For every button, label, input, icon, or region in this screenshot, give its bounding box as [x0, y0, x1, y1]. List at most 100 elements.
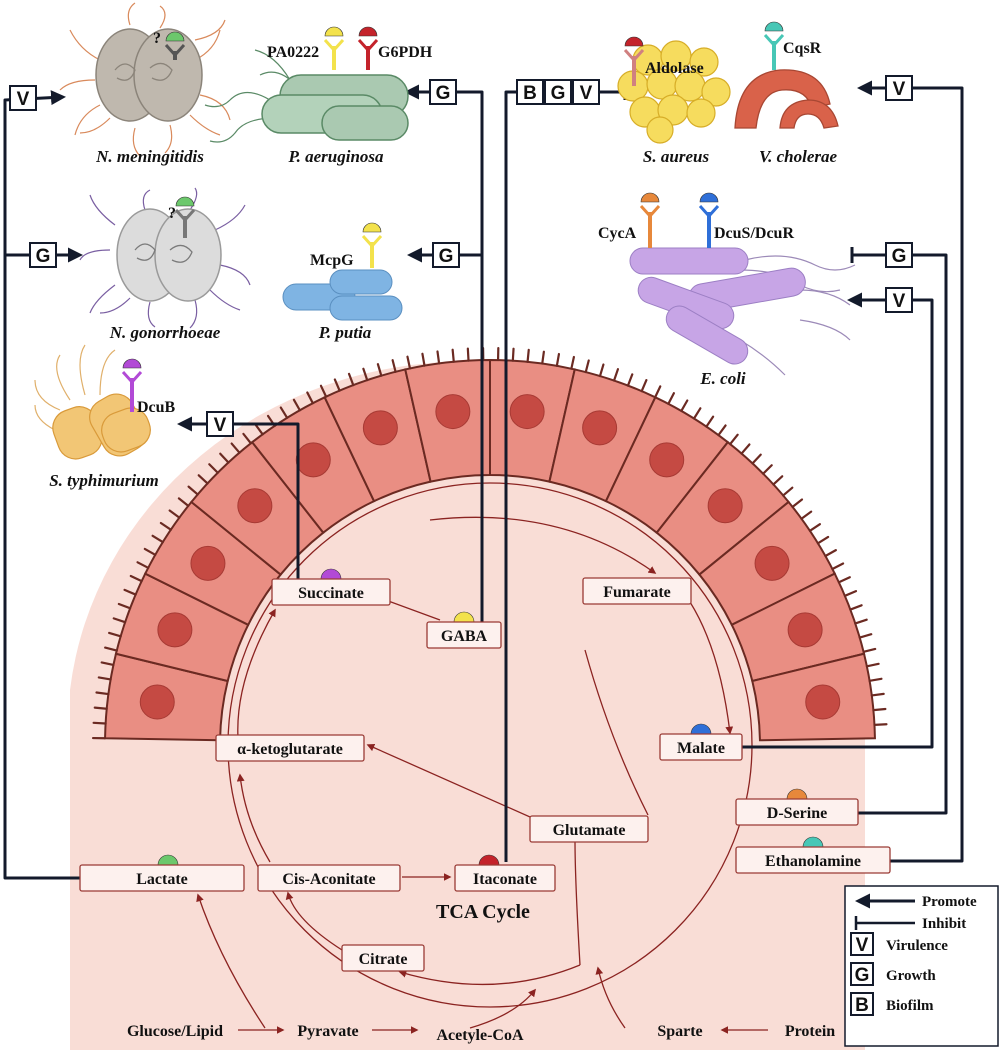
cell-nucleus	[650, 443, 684, 477]
v-cholerae-illustration: V. cholerae	[735, 70, 838, 166]
cell-nucleus	[436, 395, 470, 429]
badge-v-s-aureus: V	[573, 80, 599, 104]
succinate-label: Succinate	[298, 585, 364, 602]
malate-box: Malate	[660, 734, 742, 760]
badge-b-s-aureus: B	[517, 80, 543, 104]
pyravate-label: Pyravate	[297, 1023, 358, 1040]
pa0222-label: PA0222	[267, 44, 319, 61]
s-typhimurium-label: S. typhimurium	[49, 471, 159, 490]
cqsr-receptor	[765, 22, 783, 70]
cell-nucleus	[510, 395, 544, 429]
legend-inhibit: Inhibit	[922, 916, 966, 932]
cell-nucleus	[296, 443, 330, 477]
p-aeruginosa-illustration: P. aeruginosa	[205, 50, 408, 166]
svg-text:G: G	[36, 246, 51, 267]
mcpg-receptor	[363, 223, 381, 268]
dserine-label: D-Serine	[767, 805, 827, 822]
e-coli-label: E. coli	[699, 369, 746, 388]
succinate-box: Succinate	[272, 579, 390, 605]
aldolase-label: Aldolase	[645, 60, 704, 77]
cisaconitate-box: Cis-Aconitate	[258, 865, 400, 891]
acetyl-coa-label: Acetyle-CoA	[436, 1027, 524, 1044]
cell-nucleus	[238, 489, 272, 523]
svg-text:G: G	[892, 246, 907, 267]
svg-text:B: B	[855, 995, 869, 1016]
lactate-label: Lactate	[136, 871, 188, 888]
glucose-lipid-label: Glucose/Lipid	[127, 1023, 223, 1040]
g6pdh-label: G6PDH	[378, 44, 433, 61]
cell-nucleus	[583, 411, 617, 445]
cisaconitate-label: Cis-Aconitate	[282, 871, 375, 888]
svg-text:V: V	[580, 83, 593, 104]
s-aureus-label: S. aureus	[643, 147, 710, 166]
legend: Promote Inhibit V Virulence G Growth B B…	[845, 886, 998, 1046]
cell-nucleus	[755, 546, 789, 580]
badge-g-e-coli: G	[886, 243, 912, 267]
cyca-receptor	[641, 193, 659, 248]
e-coli-illustration: E. coli	[630, 248, 855, 388]
p-putia-illustration: P. putia	[283, 270, 402, 342]
badge-g-n-gonorrhoeae: G	[30, 243, 56, 267]
g6pdh-receptor	[359, 27, 377, 70]
cell-nucleus	[158, 613, 192, 647]
svg-text:G: G	[855, 965, 870, 986]
dcub-label: DcuB	[137, 399, 176, 416]
glutamate-label: Glutamate	[553, 822, 626, 839]
legend-biofilm: Biofilm	[886, 998, 934, 1014]
n-gonorrhoeae-illustration: N. gonorrhoeae	[80, 188, 250, 342]
glutamate-box: Glutamate	[530, 816, 648, 842]
gaba-label: GABA	[441, 628, 488, 645]
n-gonorrhoeae-label: N. gonorrhoeae	[109, 323, 221, 342]
svg-text:B: B	[523, 83, 537, 104]
v-cholerae-label: V. cholerae	[759, 147, 838, 166]
ethanolamine-label: Ethanolamine	[765, 853, 861, 870]
ethanolamine-box: Ethanolamine	[736, 847, 890, 873]
unknown-receptor-ng-label: ?	[168, 205, 176, 222]
tca-cycle-label: TCA Cycle	[436, 901, 530, 923]
cell-nucleus	[788, 613, 822, 647]
fumarate-label: Fumarate	[603, 584, 671, 601]
itaconate-label: Itaconate	[473, 871, 537, 888]
svg-text:V: V	[17, 89, 30, 110]
legend-virulence: Virulence	[886, 938, 948, 954]
mcpg-label: McpG	[310, 252, 354, 269]
badge-v-n-meningitidis: V	[10, 86, 36, 110]
cyca-label: CycA	[598, 225, 637, 242]
pa0222-receptor	[325, 27, 343, 70]
cell-nucleus	[363, 411, 397, 445]
gaba-box: GABA	[427, 622, 501, 648]
akg-label: α-ketoglutarate	[237, 741, 343, 758]
akg-box: α-ketoglutarate	[216, 735, 364, 761]
badge-v-s-typhimurium: V	[207, 412, 233, 436]
svg-text:V: V	[214, 415, 227, 436]
lactate-box: Lactate	[80, 865, 244, 891]
sparte-label: Sparte	[657, 1023, 702, 1040]
svg-text:G: G	[439, 246, 454, 267]
legend-growth: Growth	[886, 968, 936, 984]
dserine-box: D-Serine	[736, 799, 858, 825]
svg-text:V: V	[893, 79, 906, 100]
protein-label: Protein	[785, 1023, 835, 1040]
svg-text:G: G	[436, 83, 451, 104]
badge-g-p-aeruginosa: G	[430, 80, 456, 104]
citrate-label: Citrate	[359, 951, 408, 968]
cell-nucleus	[806, 685, 840, 719]
cqsr-label: CqsR	[783, 40, 822, 57]
badge-v-v-cholerae: V	[886, 76, 912, 100]
p-aeruginosa-label: P. aeruginosa	[287, 147, 384, 166]
legend-promote: Promote	[922, 894, 977, 910]
cell-nucleus	[140, 685, 174, 719]
badge-g-s-aureus: G	[545, 80, 571, 104]
badge-g-p-putia: G	[433, 243, 459, 267]
svg-text:G: G	[551, 83, 566, 104]
badge-v-e-coli: V	[886, 288, 912, 312]
p-putia-label: P. putia	[318, 323, 372, 342]
svg-text:V: V	[856, 935, 869, 956]
cell-nucleus	[191, 546, 225, 580]
malate-label: Malate	[677, 740, 725, 757]
itaconate-box: Itaconate	[455, 865, 555, 891]
cell-nucleus	[708, 489, 742, 523]
svg-text:V: V	[893, 291, 906, 312]
